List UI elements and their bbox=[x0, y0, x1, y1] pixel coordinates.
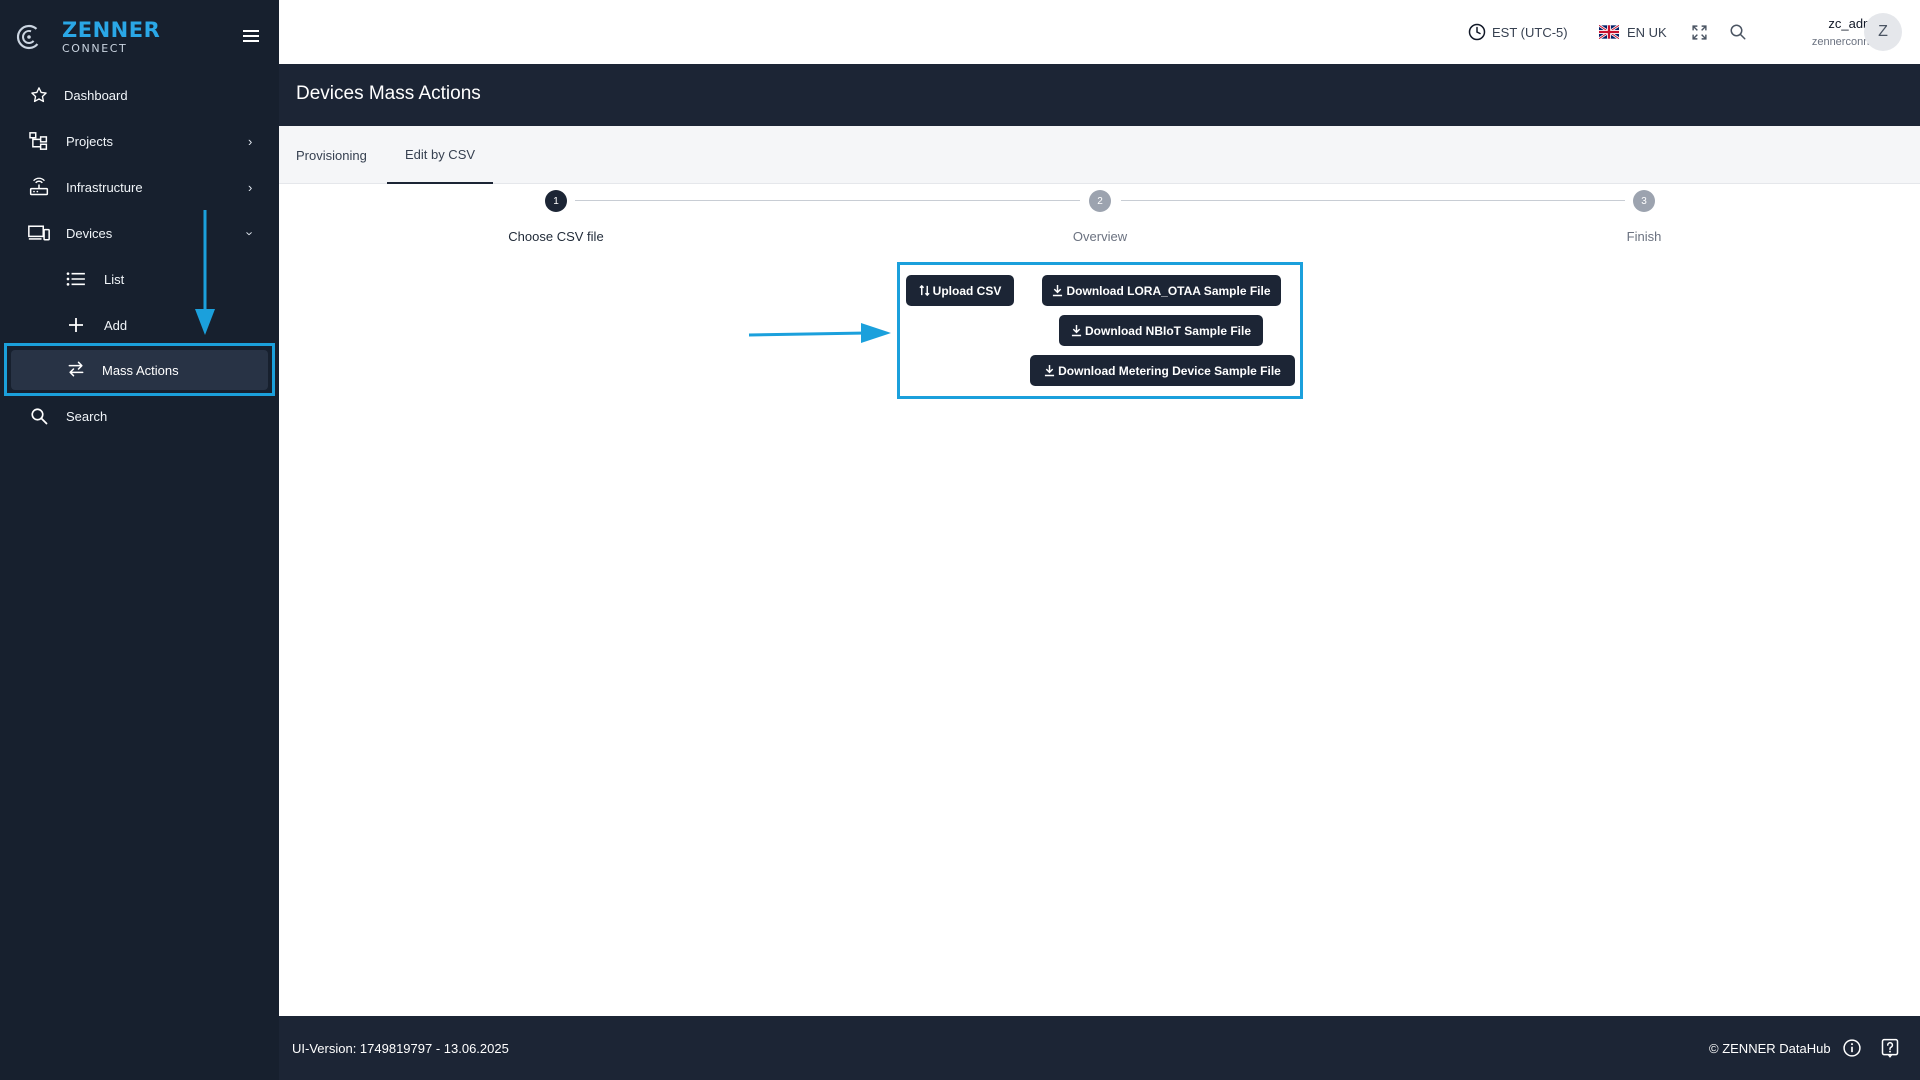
sidebar-item-mass-actions[interactable]: Mass Actions bbox=[11, 350, 268, 390]
help-icon[interactable] bbox=[1880, 1038, 1900, 1058]
upload-csv-label: Upload CSV bbox=[932, 283, 1002, 298]
step-1-label: Choose CSV file bbox=[508, 229, 604, 244]
page-header: Devices Mass Actions bbox=[279, 64, 1920, 126]
step-3-label: Finish bbox=[1626, 229, 1662, 244]
download-nbiot-label: Download NBIoT Sample File bbox=[1084, 323, 1251, 338]
step-2-label: Overview bbox=[1072, 229, 1128, 244]
router-icon bbox=[28, 176, 50, 198]
sidebar: ZENNER CONNECT Dashboard Projects › Infr… bbox=[0, 0, 279, 1080]
step-1-indicator[interactable]: 1 bbox=[545, 190, 567, 212]
sidebar-item-label: List bbox=[104, 271, 125, 287]
info-icon[interactable] bbox=[1842, 1038, 1862, 1058]
sidebar-item-list[interactable]: List bbox=[0, 259, 279, 299]
global-search-button[interactable] bbox=[1729, 0, 1747, 64]
upload-arrows-icon bbox=[919, 284, 930, 297]
brand-logo[interactable]: ZENNER CONNECT bbox=[14, 20, 160, 54]
download-lora-label: Download LORA_OTAA Sample File bbox=[1066, 283, 1271, 298]
download-nbiot-sample-button[interactable]: Download NBIoT Sample File bbox=[1059, 315, 1263, 346]
tab-bar: Provisioning Edit by CSV bbox=[279, 126, 1920, 184]
sidebar-item-dashboard[interactable]: Dashboard bbox=[0, 75, 279, 115]
download-metering-label: Download Metering Device Sample File bbox=[1058, 363, 1281, 378]
search-icon bbox=[1730, 24, 1746, 40]
download-icon bbox=[1044, 364, 1055, 377]
download-lora-sample-button[interactable]: Download LORA_OTAA Sample File bbox=[1042, 275, 1281, 306]
star-icon bbox=[28, 84, 50, 106]
sidebar-item-label: Mass Actions bbox=[102, 363, 179, 378]
annotation-arrow-right-icon bbox=[748, 323, 891, 343]
sidebar-item-search[interactable]: Search bbox=[0, 396, 279, 436]
plus-icon bbox=[65, 314, 87, 336]
chevron-right-icon: › bbox=[248, 179, 253, 195]
timezone-label: EST (UTC-5) bbox=[1492, 24, 1568, 40]
sidebar-item-label: Dashboard bbox=[64, 87, 128, 103]
chevron-right-icon: › bbox=[248, 133, 253, 149]
search-icon bbox=[28, 405, 50, 427]
list-icon bbox=[65, 268, 87, 290]
swap-arrows-icon bbox=[66, 359, 88, 381]
step-2-indicator[interactable]: 2 bbox=[1089, 190, 1111, 212]
sidebar-item-label: Devices bbox=[66, 225, 113, 241]
stepper-connector bbox=[1121, 200, 1625, 201]
brand-name: ZENNER bbox=[62, 18, 161, 42]
download-metering-sample-button[interactable]: Download Metering Device Sample File bbox=[1030, 355, 1295, 386]
fullscreen-icon bbox=[1692, 24, 1707, 40]
zenner-logo-icon bbox=[16, 24, 42, 50]
sidebar-item-devices[interactable]: Devices › bbox=[0, 213, 279, 253]
sidebar-item-label: Search bbox=[66, 408, 108, 424]
menu-toggle-icon[interactable] bbox=[243, 30, 259, 44]
sidebar-item-label: Add bbox=[104, 317, 128, 333]
timezone-selector[interactable]: EST (UTC-5) bbox=[1468, 0, 1568, 64]
sidebar-item-label: Projects bbox=[66, 133, 113, 149]
fullscreen-button[interactable] bbox=[1691, 0, 1708, 64]
ui-version: UI-Version: 1749819797 - 13.06.2025 bbox=[292, 1041, 509, 1056]
upload-csv-button[interactable]: Upload CSV bbox=[906, 275, 1014, 306]
devices-icon bbox=[28, 222, 50, 244]
language-label: EN UK bbox=[1627, 24, 1667, 40]
tab-edit-by-csv[interactable]: Edit by CSV bbox=[387, 126, 493, 184]
brand-subname: CONNECT bbox=[62, 42, 128, 55]
avatar[interactable]: Z bbox=[1864, 13, 1902, 51]
sidebar-item-label: Infrastructure bbox=[66, 179, 143, 195]
annotation-highlight-box bbox=[4, 343, 275, 396]
copyright: © ZENNER DataHub bbox=[1709, 1041, 1831, 1056]
sidebar-item-add[interactable]: Add bbox=[0, 305, 279, 345]
sidebar-item-infrastructure[interactable]: Infrastructure › bbox=[0, 167, 279, 207]
uk-flag-icon bbox=[1599, 25, 1619, 39]
sidebar-item-projects[interactable]: Projects › bbox=[0, 121, 279, 161]
clock-icon bbox=[1468, 23, 1486, 41]
footer: UI-Version: 1749819797 - 13.06.2025 © ZE… bbox=[279, 1016, 1920, 1080]
step-3-indicator[interactable]: 3 bbox=[1633, 190, 1655, 212]
annotation-highlight-box bbox=[897, 262, 1303, 399]
sitemap-icon bbox=[28, 130, 50, 152]
tab-provisioning[interactable]: Provisioning bbox=[296, 147, 367, 163]
language-selector[interactable]: EN UK bbox=[1599, 0, 1667, 64]
topbar: EST (UTC-5) EN UK zc_admin zennerconnect… bbox=[279, 0, 1920, 64]
page-title: Devices Mass Actions bbox=[296, 83, 481, 104]
download-icon bbox=[1052, 284, 1063, 297]
download-icon bbox=[1071, 324, 1082, 337]
chevron-down-icon: › bbox=[242, 230, 258, 236]
stepper-connector bbox=[575, 200, 1080, 201]
